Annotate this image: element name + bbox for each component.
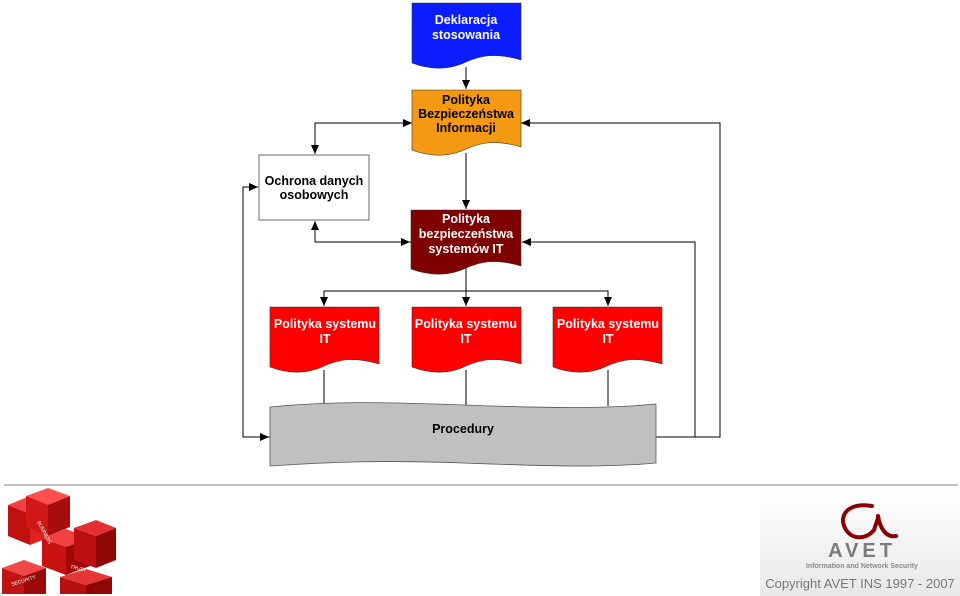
info-policy-label-line1: Polityka [442, 93, 491, 107]
declaration-label-line2: stosowania [432, 28, 501, 42]
node-declaration[interactable]: Deklaracja stosowania [411, 2, 522, 69]
personal-data-shape [258, 154, 370, 221]
personal-data-label-line1: Ochrona danych [265, 174, 364, 188]
it-systems-policy-label-line3: systemów IT [428, 242, 503, 256]
it-policy-1-label-line2: IT [319, 332, 330, 346]
it-policy-2-label-line2: IT [460, 332, 471, 346]
cube-word-trust: TRUST [70, 564, 88, 574]
copyright-text: Copyright AVET INS 1997 - 2007 [765, 576, 955, 591]
node-it-policy-1[interactable]: Polityka systemu IT [269, 306, 380, 373]
node-info-policy[interactable]: Polityka Bezpieczeństwa Informacji [411, 89, 522, 156]
arrow-procedures-to-it-systems-policy [522, 238, 696, 438]
arrow-it-systems-policy-to-personal-data [311, 221, 411, 243]
declaration-shape [411, 2, 522, 69]
personal-data-label-line2: osobowych [280, 188, 349, 202]
it-systems-policy-label-line1: Polityka [442, 212, 491, 226]
declaration-label-line1: Deklaracja [435, 13, 499, 27]
arrow-procedures-to-personal-data [242, 183, 270, 438]
brand-name: AVET [828, 540, 896, 562]
arrow-procedures-to-info-policy [521, 119, 721, 438]
node-it-policy-3[interactable]: Polityka systemu IT [552, 306, 663, 373]
procedures-shape [269, 402, 657, 467]
it-policy-1-label-line1: Polityka systemu [274, 317, 376, 331]
procedures-label: Procedury [432, 422, 494, 436]
info-policy-label-line2: Bezpieczeństwa [418, 107, 515, 121]
it-policy-2-shape [411, 306, 522, 373]
it-policy-2-label-line1: Polityka systemu [415, 317, 517, 331]
connectors [242, 67, 721, 441]
it-policy-3-label-line2: IT [602, 332, 613, 346]
it-systems-policy-label-line2: bezpieczeństwa [419, 227, 515, 241]
info-policy-label-line3: Informacji [436, 121, 496, 135]
it-policy-1-shape [269, 306, 380, 373]
node-it-policy-2[interactable]: Polityka systemu IT [411, 306, 522, 373]
it-systems-policy-shape [410, 209, 522, 275]
avet-emblem-icon [841, 503, 898, 540]
avet-logo: AVET Information and Network Security Co… [760, 490, 960, 596]
node-procedures[interactable]: Procedury [269, 402, 657, 467]
brand-tagline: Information and Network Security [806, 563, 918, 570]
cubes-logo: BUSINESS TRUST SECURITY [2, 488, 116, 594]
copyright-panel [760, 490, 960, 596]
arrow-to-it-policy-1 [320, 290, 466, 306]
node-it-systems-policy[interactable]: Polityka bezpieczeństwa systemów IT [410, 209, 522, 275]
it-policy-3-label-line1: Polityka systemu [557, 317, 659, 331]
info-policy-shape [411, 89, 522, 156]
arrow-info-policy-to-personal-data [311, 122, 413, 154]
it-policy-3-shape [552, 306, 663, 373]
arrow-to-it-policy-3 [466, 290, 612, 306]
node-personal-data[interactable]: Ochrona danych osobowych [258, 154, 370, 221]
